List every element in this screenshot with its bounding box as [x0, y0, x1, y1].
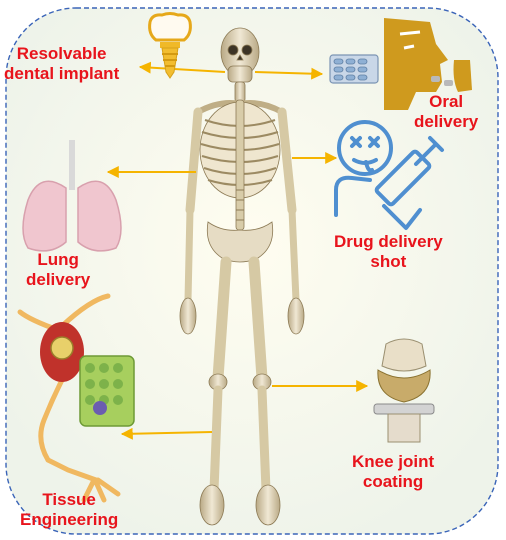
label-drug-delivery-shot: Drug delivery shot: [334, 232, 443, 272]
label-oral-delivery: Oral delivery: [414, 92, 478, 132]
label-dental-implant: Resolvable dental implant: [4, 44, 119, 84]
pill-blister-icon: [330, 55, 378, 83]
label-knee-joint-coating: Knee joint coating: [352, 452, 434, 492]
label-lung-delivery: Lung delivery: [26, 250, 90, 290]
label-tissue-engineering: Tissue Engineering: [20, 490, 118, 530]
